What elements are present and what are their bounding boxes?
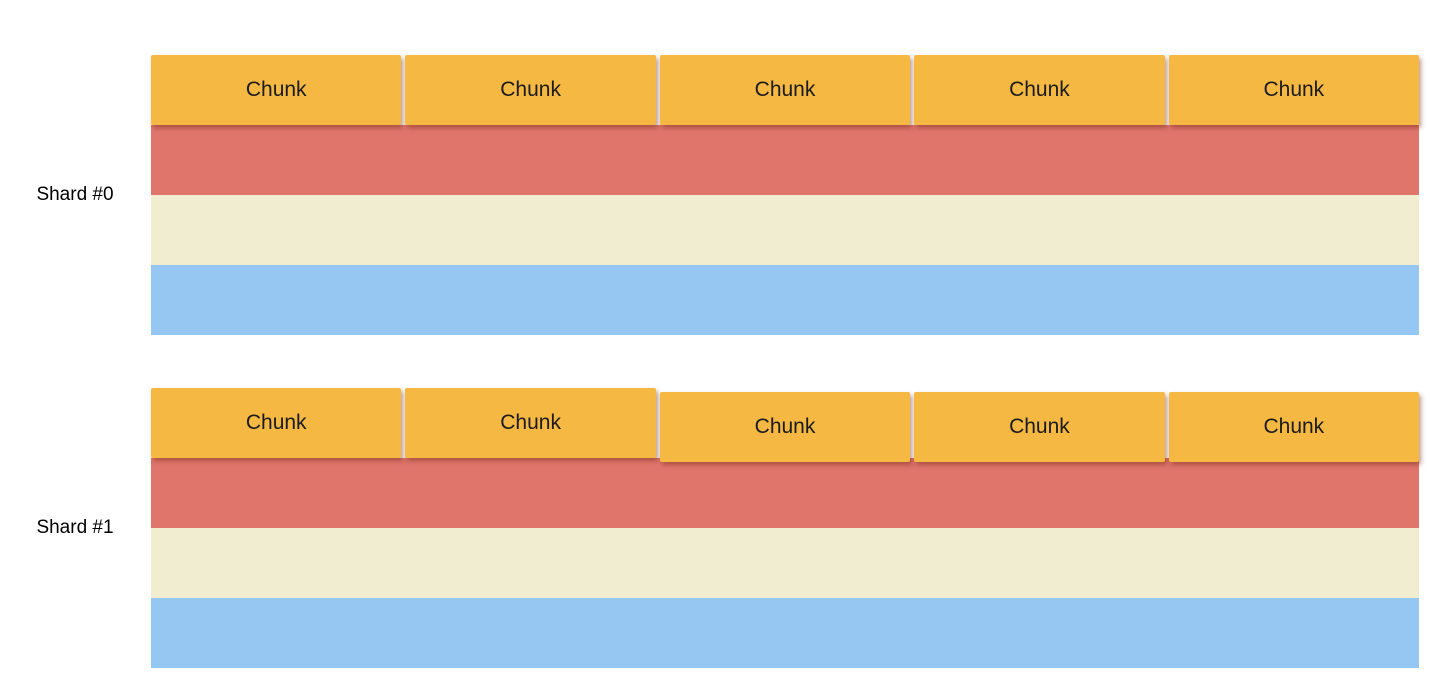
chunk-box: Chunk: [914, 392, 1165, 462]
shard-1-band-red: [151, 458, 1419, 528]
chunk-box: Chunk: [659, 392, 911, 462]
shard-0-label: Shard #0: [36, 184, 114, 205]
chunk-box: Chunk: [1168, 392, 1420, 462]
shard-0-band-blue: [151, 265, 1419, 335]
shard-1-label: Shard #1: [36, 517, 114, 538]
shard-1-body: Chunk Chunk Chunk Chunk Chunk: [151, 388, 1420, 668]
shard-1-band-blue: [151, 598, 1419, 668]
chunk-box: Chunk: [1168, 55, 1420, 125]
chunk-box: Chunk: [914, 55, 1165, 125]
chunk-box: Chunk: [151, 55, 402, 125]
chunk-box: Chunk: [405, 55, 656, 125]
chunk-box: Chunk: [151, 388, 402, 458]
shard-1-band-cream: [151, 528, 1419, 598]
shard-0-chunk-row: Chunk Chunk Chunk Chunk Chunk: [151, 55, 1420, 125]
chunk-box: Chunk: [659, 55, 911, 125]
shard-0: Shard #0 Chunk Chunk Chunk Chunk Chunk: [0, 55, 1449, 335]
chunk-box: Chunk: [405, 388, 656, 458]
shard-0-band-cream: [151, 195, 1419, 265]
shard-0-band-red: [151, 125, 1419, 195]
shard-1: Shard #1 Chunk Chunk Chunk Chunk Chunk: [0, 388, 1449, 668]
shard-0-body: Chunk Chunk Chunk Chunk Chunk: [151, 55, 1420, 335]
shard-1-chunk-row: Chunk Chunk Chunk Chunk Chunk: [151, 388, 1420, 462]
